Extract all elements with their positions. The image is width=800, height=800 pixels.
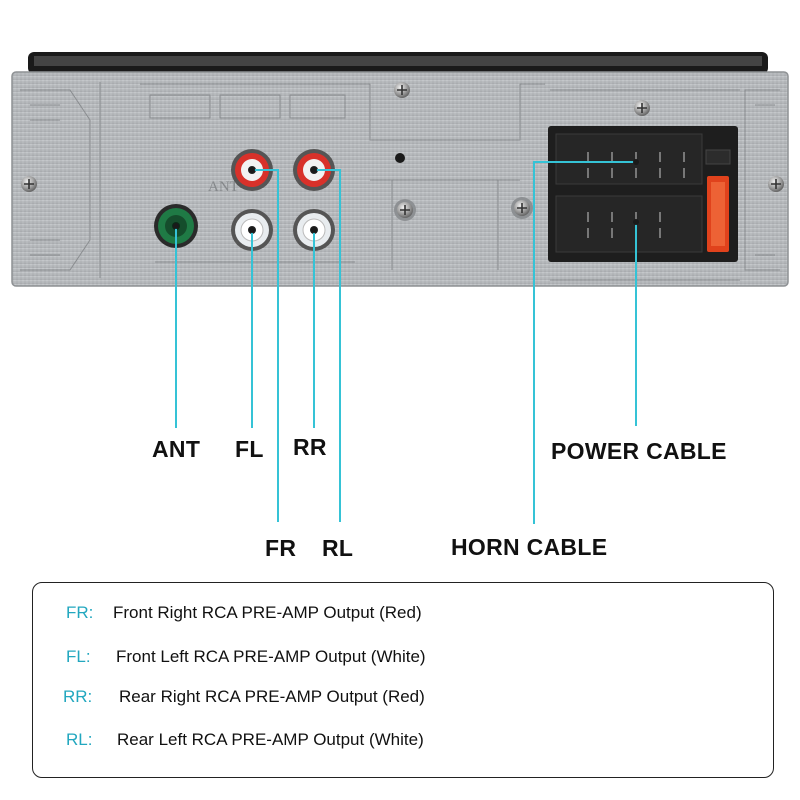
screws <box>21 82 784 221</box>
legend-code: RL: <box>66 730 93 749</box>
leader-lines <box>175 161 637 524</box>
label-power-cable: POWER CABLE <box>551 438 727 464</box>
legend-code: FL: <box>66 647 91 666</box>
legend-box: FR: Front Right RCA PRE-AMP Output (Red)… <box>32 582 774 778</box>
label-rr: RR <box>293 434 327 460</box>
label-fr: FR <box>265 535 297 561</box>
legend-text: Front Right RCA PRE-AMP Output (Red) <box>113 603 422 622</box>
legend-code: RR: <box>63 687 93 706</box>
legend-text: Rear Right RCA PRE-AMP Output (Red) <box>119 687 425 706</box>
label-rl: RL <box>322 535 354 561</box>
leader-dots <box>173 159 639 233</box>
iso-power-connector <box>548 126 738 262</box>
legend-code: FR: <box>66 603 94 622</box>
label-horn-cable: HORN CABLE <box>451 534 608 560</box>
legend-text: Rear Left RCA PRE-AMP Output (White) <box>117 730 424 749</box>
label-fl: FL <box>235 436 264 462</box>
top-bezel <box>28 52 768 74</box>
label-ant: ANT <box>152 436 201 462</box>
legend-text: Front Left RCA PRE-AMP Output (White) <box>116 647 426 666</box>
panel-ant-label: ANT <box>208 179 239 195</box>
fuse <box>707 176 729 252</box>
